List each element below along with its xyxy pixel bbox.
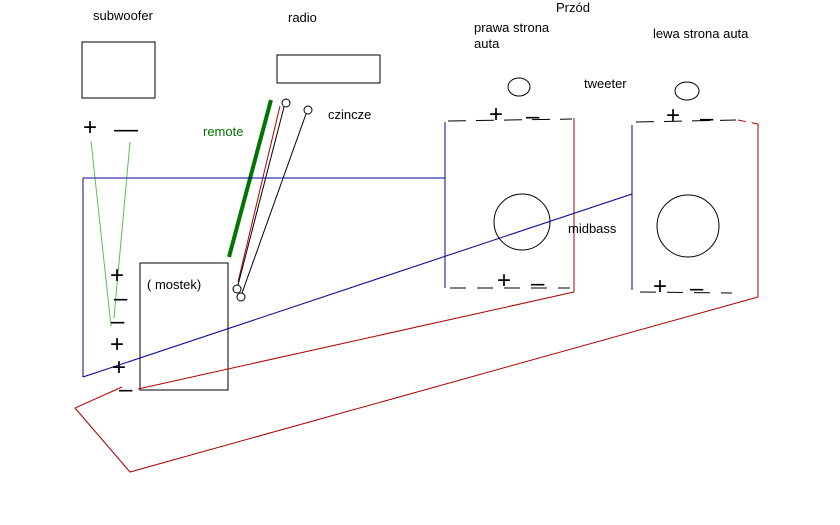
rca-plug-bottom-1 — [232, 284, 242, 294]
left-tweeter-minus-terminal: – — [700, 105, 714, 132]
subwoofer-box — [81, 41, 156, 99]
label-remote: remote — [203, 124, 244, 139]
subwoofer-wire-minus — [113, 141, 131, 319]
radio-box — [276, 54, 381, 84]
signal-wire-diagonal — [82, 193, 633, 378]
amp-terminal-plus-1: + — [110, 262, 125, 289]
amp-terminal-minus-2: – — [111, 308, 125, 335]
label-czincze: czincze — [328, 107, 372, 122]
left-midbass-minus-terminal: – — [690, 275, 704, 302]
amplifier-box — [139, 262, 229, 391]
left-midbass-plus-terminal: + — [653, 273, 668, 300]
amp-terminal-minus-3: – — [119, 376, 133, 403]
left-tweeter-plus-terminal: + — [666, 102, 681, 129]
amp-terminal-plus-3: + — [112, 354, 127, 381]
amp-terminal-plus-2: + — [110, 331, 125, 358]
left-box-top-edge — [635, 119, 737, 123]
subwoofer-plus-terminal: + — [83, 114, 98, 141]
subwoofer-wire-plus — [90, 140, 112, 327]
rca-cable-1 — [237, 106, 285, 286]
amp-terminal-minus-1: – — [114, 285, 128, 312]
left-box-top-corner — [737, 119, 759, 125]
power-wire-right-speaker — [137, 291, 575, 390]
label-mostek: ( mostek) — [147, 277, 202, 292]
right-midbass-minus-terminal: – — [531, 270, 545, 297]
radio-power-wire — [237, 105, 281, 283]
right-midbass-cone — [493, 193, 551, 251]
left-tweeter-icon — [674, 81, 700, 101]
right-midbass-plus-terminal: + — [497, 267, 512, 294]
right-tweeter-plus-terminal: + — [489, 101, 504, 128]
label-przod: Przód — [556, 0, 590, 15]
subwoofer-minus-terminal: — — [114, 116, 138, 143]
right-tweeter-minus-terminal: – — [526, 103, 540, 130]
rca-plug-bottom-2 — [236, 292, 246, 302]
label-lewa-strona-auta: lewa strona auta — [653, 26, 749, 41]
right-tweeter-icon — [507, 77, 531, 97]
left-box-bottom-edge — [639, 291, 733, 294]
label-tweeter: tweeter — [584, 76, 627, 91]
power-wire-left-speaker — [74, 296, 759, 473]
label-radio: radio — [288, 10, 317, 25]
label-midbass: midbass — [568, 221, 617, 236]
right-box-top-edge — [447, 118, 573, 122]
left-midbass-cone — [656, 194, 720, 258]
label-prawa-strona-auta: prawa strona auta — [474, 20, 550, 51]
rca-cable-2 — [241, 113, 307, 294]
label-subwoofer: subwoofer — [93, 8, 153, 23]
rca-plug-top-2 — [303, 105, 313, 115]
rca-plug-top-1 — [281, 98, 291, 108]
